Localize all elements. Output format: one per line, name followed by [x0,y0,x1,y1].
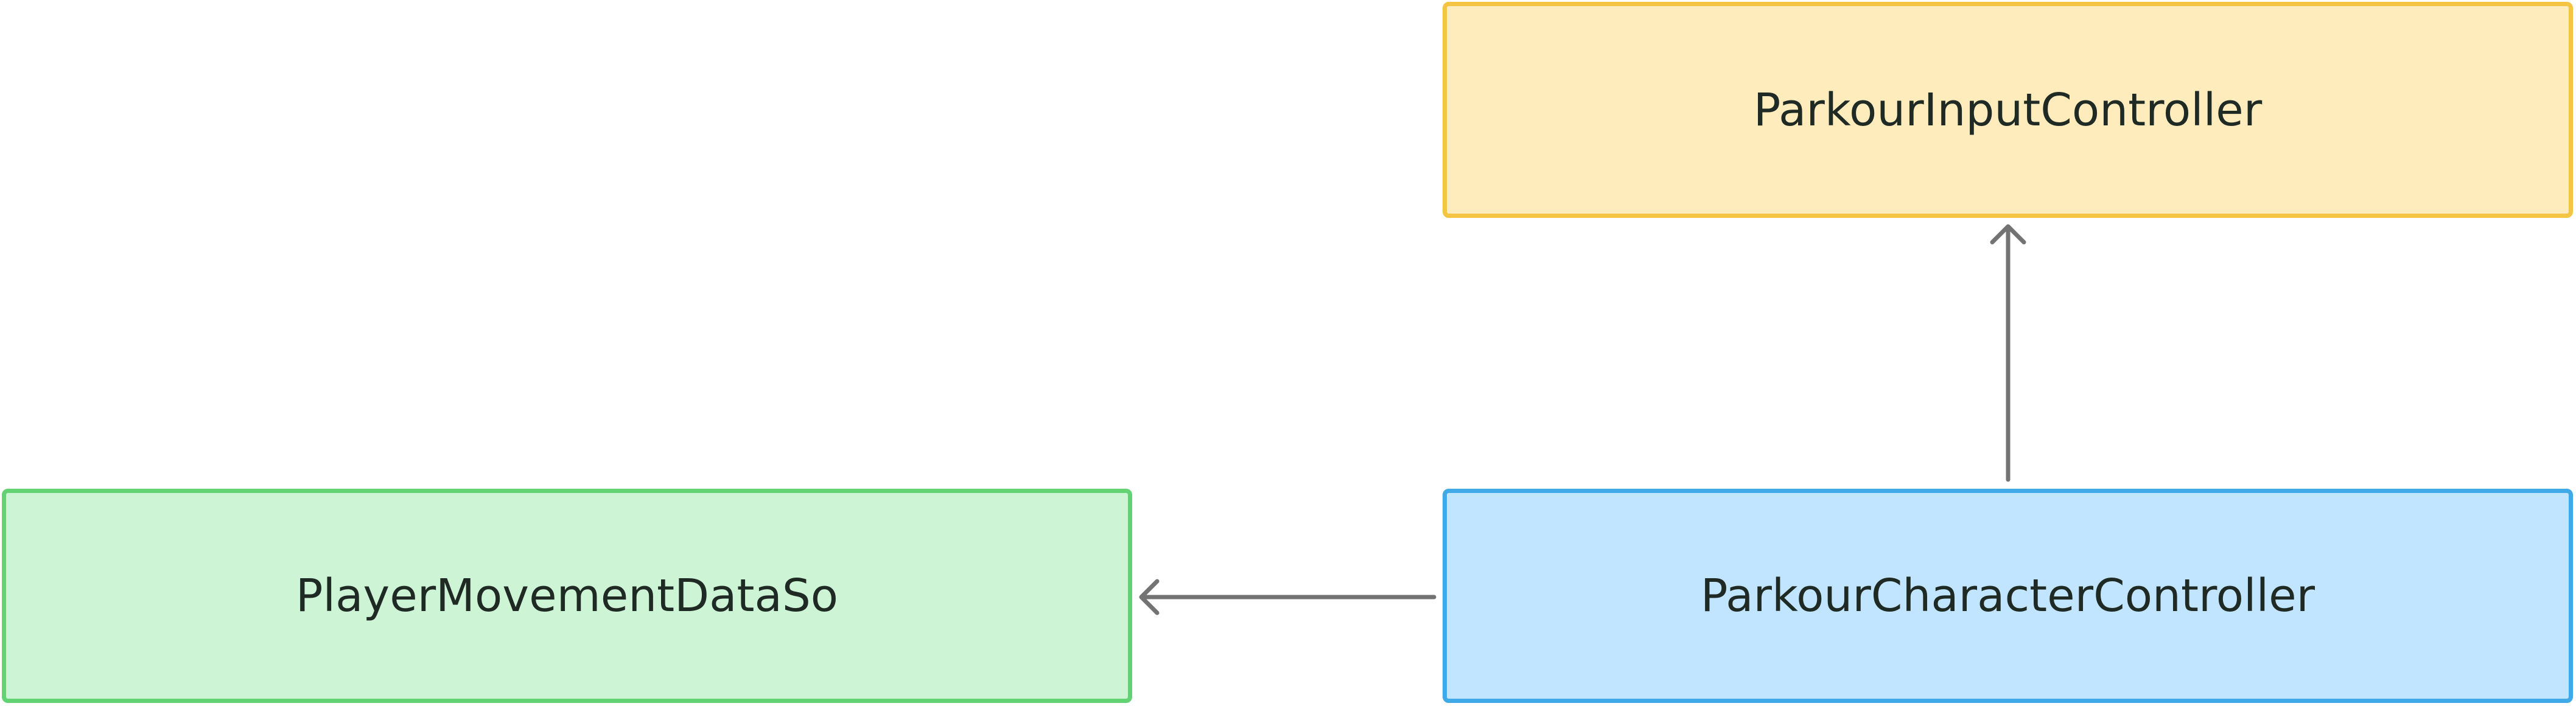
node-parkour-input-controller[interactable]: ParkourInputController [1443,2,2573,218]
node-label: PlayerMovementDataSo [295,570,839,622]
node-parkour-character-controller[interactable]: ParkourCharacterController [1443,489,2573,703]
arrowhead-left-icon [1139,579,1160,615]
edge-character-to-input [1990,224,2026,482]
node-label: ParkourCharacterController [1700,570,2315,622]
node-label: ParkourInputController [1753,83,2263,136]
arrowhead-up-icon [1990,224,2026,245]
edge-character-to-movement [1139,579,1437,615]
node-player-movement-data-so[interactable]: PlayerMovementDataSo [2,489,1132,703]
